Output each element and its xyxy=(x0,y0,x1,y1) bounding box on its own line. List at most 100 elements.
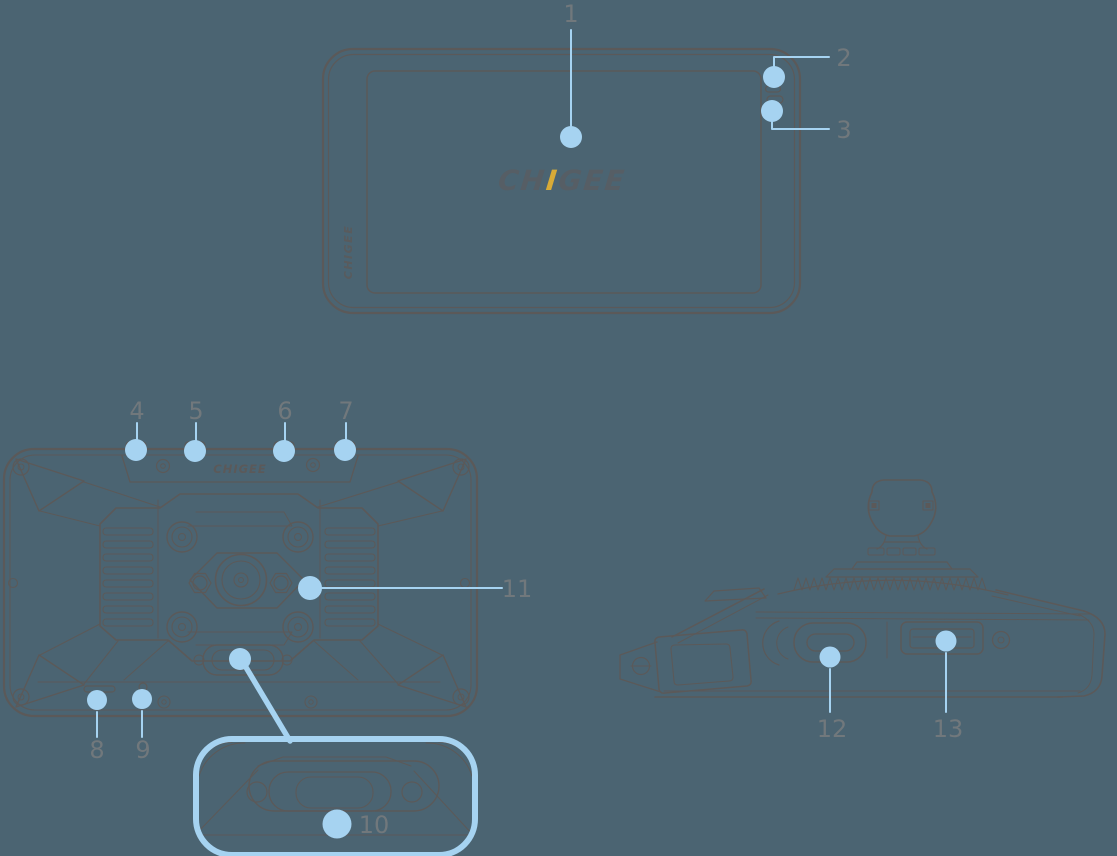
callout-dot-9 xyxy=(132,689,152,709)
band-screw-right-pin xyxy=(310,462,316,468)
body-right-slope-inner xyxy=(991,595,1081,617)
port-bezel-arc-outer xyxy=(762,620,780,666)
back-inner-shell-line xyxy=(9,454,472,711)
heat-sink-fins-right xyxy=(324,527,376,627)
logo-part2: GEE xyxy=(557,164,628,197)
mount-hexagon xyxy=(189,552,305,609)
callout-label-4: 4 xyxy=(129,397,144,425)
callout-4: 4 xyxy=(125,397,147,461)
callout-label-9: 9 xyxy=(135,736,150,764)
bottom-diag-left xyxy=(123,640,169,681)
front-view: CHIGEE CHIGEE xyxy=(321,47,802,315)
gusset-bottom-left xyxy=(15,654,85,708)
bottom-screw-left-pin xyxy=(161,699,167,705)
plate-top-trapezoid xyxy=(187,511,293,527)
callout-3: 3 xyxy=(761,100,852,144)
mount-center-hole xyxy=(233,572,249,588)
callout-8: 8 xyxy=(87,690,107,764)
callout-dot-10-source xyxy=(229,648,251,670)
gusset-bottom-right xyxy=(397,654,467,708)
ball-clip-left-pin xyxy=(871,503,877,508)
detail-housing-band xyxy=(248,760,440,812)
callout-label-13: 13 xyxy=(933,715,964,743)
top-band xyxy=(121,455,359,483)
bezel-vertical-logo: CHIGEE xyxy=(342,225,355,279)
bottom-screw-right-pin xyxy=(308,699,314,705)
callout-label-3: 3 xyxy=(836,116,851,144)
reset-hole-inner xyxy=(997,636,1005,644)
callout-dot-1 xyxy=(560,126,582,148)
callout-dot-8 xyxy=(87,690,107,710)
dome-arc xyxy=(777,579,1009,596)
gusset-top-left xyxy=(15,458,85,512)
callout-dot-5 xyxy=(184,440,206,462)
bottom-screw-right xyxy=(304,695,318,709)
callout-label-11: 11 xyxy=(502,575,533,603)
detail-diagonal-left xyxy=(196,769,259,834)
callout-label-8: 8 xyxy=(89,736,104,764)
latch-bump xyxy=(704,587,767,602)
ball-clip-right-pin xyxy=(925,503,931,508)
ball-mount xyxy=(867,479,937,537)
detail-connector-pill xyxy=(268,771,392,812)
callout-1: 1 xyxy=(560,0,582,148)
mount-knuckles xyxy=(867,547,936,556)
mount-plate xyxy=(99,493,379,662)
body-left-slope xyxy=(671,588,765,638)
back-view: CHIGEE xyxy=(2,441,479,718)
callout-dot-2 xyxy=(763,66,785,88)
gusset-top-right xyxy=(397,458,467,512)
reset-hole-outer xyxy=(991,630,1011,650)
bottom-diag-right xyxy=(313,640,359,681)
back-outer-shell xyxy=(2,447,479,718)
heat-sink-fins-left xyxy=(102,527,154,627)
callout-dot-6 xyxy=(273,440,295,462)
body-mid-seam-1 xyxy=(755,611,1092,615)
detail-arc-tr-2 xyxy=(425,742,473,777)
mount-base-plate xyxy=(851,561,953,570)
callout-dot-7 xyxy=(334,439,356,461)
detail-pin-right xyxy=(401,781,423,803)
detail-pin-left xyxy=(246,781,268,803)
bottom-screw-left xyxy=(157,695,171,709)
callout-9: 9 xyxy=(132,689,152,764)
band-screw-left-pin xyxy=(160,463,166,469)
callout-label-7: 7 xyxy=(338,397,353,425)
mount-stem xyxy=(876,535,928,550)
card-port-bezel xyxy=(900,621,984,655)
callout-label-1: 1 xyxy=(563,0,578,28)
callout-10: 10 xyxy=(229,648,389,839)
screw-bosses xyxy=(166,521,314,643)
port-cover-flap xyxy=(654,629,752,694)
detail-connector-inner xyxy=(295,776,374,809)
side-hole-right xyxy=(459,577,471,589)
callout-6: 6 xyxy=(273,397,295,462)
callout-label-12: 12 xyxy=(817,715,848,743)
body-right-slope xyxy=(995,589,1085,612)
callout-11: 11 xyxy=(298,575,532,603)
detail-zoom-frame xyxy=(193,736,478,856)
band-screw-right xyxy=(305,457,321,473)
callout-label-5: 5 xyxy=(188,397,203,425)
knurled-ring xyxy=(793,577,987,591)
ball-clip-left xyxy=(868,500,880,511)
corner-braces xyxy=(39,481,443,685)
detail-callout-box xyxy=(193,736,478,856)
logo-slash: I xyxy=(544,164,560,197)
callout-dot-10 xyxy=(322,809,352,839)
callout-label-6: 6 xyxy=(277,397,292,425)
callout-13: 13 xyxy=(933,630,964,743)
plate-bottom-trapezoid xyxy=(187,631,293,646)
bottom-connector xyxy=(193,644,293,676)
port-bezel-arc-inner xyxy=(776,626,789,660)
logo-part1: CH xyxy=(497,164,548,197)
flap-tip xyxy=(619,641,662,693)
callout-12: 12 xyxy=(817,646,848,743)
callouts: 1 2 3 4 5 6 7 xyxy=(87,0,963,839)
callout-7: 7 xyxy=(334,397,356,461)
body-left-slope-inner xyxy=(677,594,769,644)
front-screen xyxy=(366,70,762,294)
screen-logo: CHIGEE xyxy=(497,164,628,197)
